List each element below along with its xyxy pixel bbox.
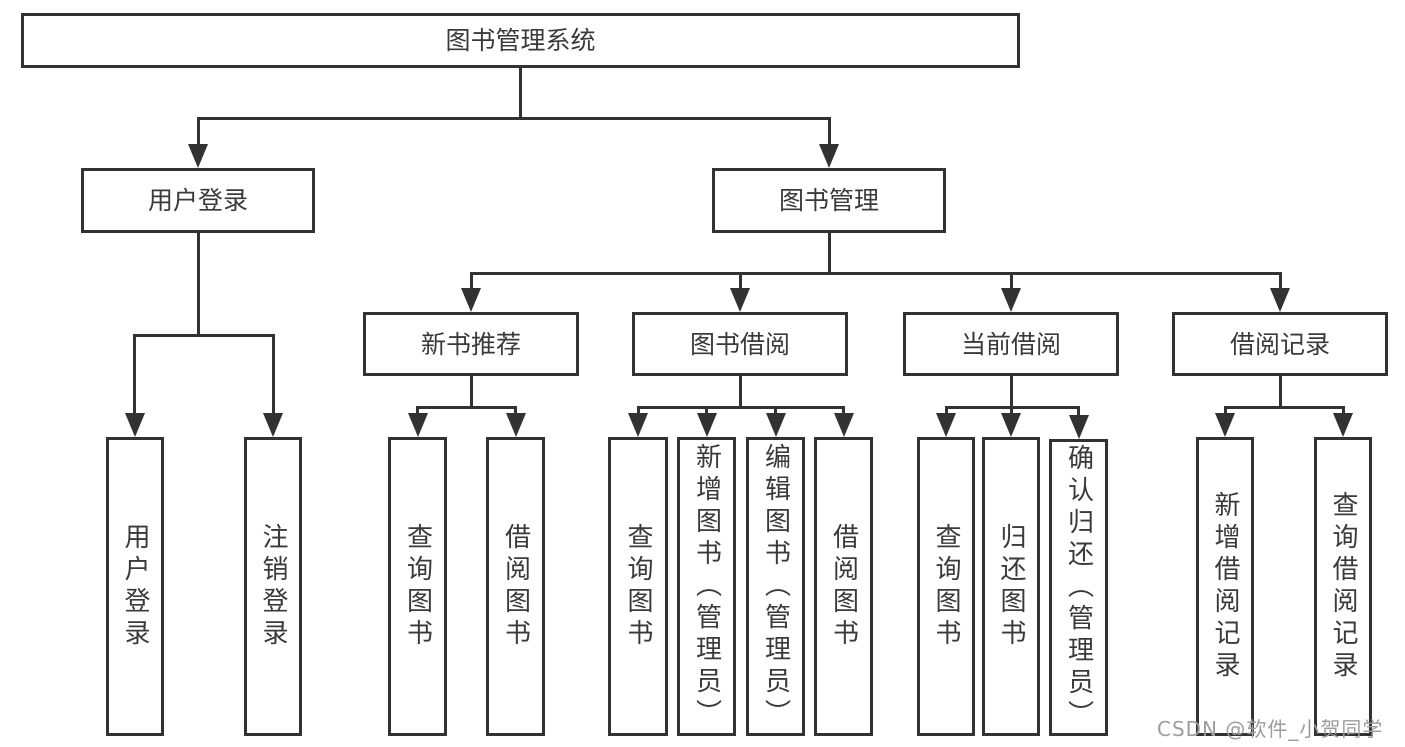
node-leaf-nb-borrow-book-label: 借阅图书 [500,522,531,651]
connector-vline [705,407,708,417]
node-leaf-bb-edit-book-admin: 编辑图书（管理员） [746,437,805,736]
connector-vline [469,376,473,407]
connector-vline [1009,273,1013,291]
node-leaf-br-add-record: 新增借阅记录 [1196,437,1254,736]
connector-vline [1278,273,1282,291]
arrowhead-icon [936,413,956,437]
node-leaf-br-add-record-label: 新增借阅记录 [1210,490,1240,683]
node-current-borrow: 当前借阅 [903,312,1119,376]
node-leaf-br-query-record-label: 查询借阅记录 [1328,490,1358,683]
node-leaf-bb-add-book-admin: 新增图书（管理员） [677,437,736,736]
connector-vline [1009,376,1013,407]
node-leaf-user-login: 用户登录 [106,437,164,736]
node-book-borrow: 图书借阅 [632,312,848,376]
connector-vline [636,407,640,417]
arrowhead-icon [833,413,854,437]
connector-vline [738,376,742,407]
arrowhead-icon [765,413,786,437]
arrowhead-icon [628,413,648,437]
watermark: CSDN @软件_小贺同学 [1157,717,1384,741]
node-book-mgmt: 图书管理 [712,168,946,233]
connector-vline [271,335,275,415]
connector-vline [519,68,522,119]
node-new-book-rec: 新书推荐 [363,312,579,376]
arrowhead-icon [1270,288,1290,312]
node-leaf-cb-return-book-label: 归还图书 [996,522,1026,651]
connector-vline [1077,407,1080,417]
connector-vline [1009,407,1013,417]
node-leaf-bb-edit-book-admin-label: 编辑图书（管理员） [760,442,791,731]
connector-vline [774,407,777,417]
connector-hline [469,271,1282,275]
connector-vline [944,407,948,417]
node-book-borrow-label: 图书借阅 [689,329,790,359]
node-leaf-bb-add-book-admin-label: 新增图书（管理员） [691,442,722,731]
arrowhead-icon [1068,415,1089,439]
node-leaf-cb-query-book-label: 查询图书 [931,522,961,651]
connector-vline [416,407,419,417]
arrowhead-icon [461,288,481,312]
node-borrow-records-label: 借阅记录 [1229,329,1330,359]
node-new-book-rec-label: 新书推荐 [420,329,521,359]
node-leaf-bb-borrow-book: 借阅图书 [814,437,873,736]
node-leaf-bb-query-book-label: 查询图书 [623,522,653,651]
arrowhead-icon [1001,288,1021,312]
connector-vline [1278,376,1282,407]
arrowhead-icon [1215,413,1235,437]
connector-hline [1223,405,1345,409]
node-leaf-bb-query-book: 查询图书 [608,437,668,736]
arrowhead-icon [1001,413,1021,437]
node-current-borrow-label: 当前借阅 [960,329,1061,359]
connector-vline [1341,407,1345,417]
arrowhead-icon [124,413,145,437]
node-leaf-br-query-record: 查询借阅记录 [1314,437,1372,736]
arrowhead-icon [407,413,428,437]
connector-vline [827,117,831,147]
node-leaf-cb-query-book: 查询图书 [917,437,975,736]
connector-hline [636,405,845,409]
connector-vline [133,335,136,415]
node-root-label: 图书管理系统 [445,26,596,55]
node-user-login: 用户登录 [81,168,315,233]
arrowhead-icon [819,144,839,168]
connector-vline [738,273,742,291]
node-leaf-logout: 注销登录 [244,437,302,736]
connector-hline [416,405,517,409]
node-borrow-records: 借阅记录 [1172,312,1388,376]
node-leaf-nb-borrow-book: 借阅图书 [486,437,545,736]
node-leaf-user-login-label: 用户登录 [120,522,150,651]
node-leaf-nb-query-book-label: 查询图书 [402,522,433,651]
arrowhead-icon [263,413,283,437]
arrowhead-icon [730,288,750,312]
connector-hline [133,333,275,337]
arrowhead-icon [188,144,208,168]
node-user-login-label: 用户登录 [147,186,248,215]
connector-vline [1223,407,1227,417]
connector-vline [842,407,845,417]
node-leaf-bb-borrow-book-label: 借阅图书 [828,522,859,651]
connector-vline [827,233,831,274]
connector-vline [514,407,517,417]
node-leaf-cb-confirm-return-admin: 确认归还（管理员） [1049,439,1108,736]
arrowhead-icon [696,413,717,437]
arrowhead-icon [1333,413,1353,437]
connector-vline [196,117,200,147]
node-leaf-logout-label: 注销登录 [258,522,288,651]
node-root: 图书管理系统 [21,13,1020,68]
node-book-mgmt-label: 图书管理 [778,186,879,215]
connector-hline [196,117,831,120]
node-leaf-cb-return-book: 归还图书 [982,437,1040,736]
node-leaf-nb-query-book: 查询图书 [388,437,447,736]
arrowhead-icon [505,413,526,437]
connector-vline [469,273,473,291]
connector-vline [196,233,200,334]
node-leaf-cb-confirm-return-admin-label: 确认归还（管理员） [1063,443,1094,732]
